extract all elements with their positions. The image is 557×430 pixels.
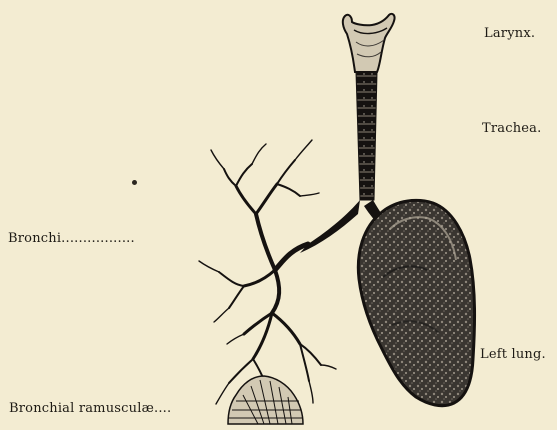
trachea-label: Trachea. — [482, 122, 541, 135]
bronchi-label: Bronchi................. — [8, 232, 135, 245]
bronchial-ramusculae-label: Bronchial ramusculæ.... — [9, 402, 171, 415]
specimen-dot — [132, 180, 137, 185]
left-lung-shape — [358, 200, 474, 405]
left-lung-label: Left lung. — [480, 348, 546, 361]
larynx-shape — [343, 14, 395, 72]
larynx-label: Larynx. — [484, 27, 535, 40]
bronchial-ramusculae-cluster — [228, 376, 303, 424]
bronchi-branches — [199, 140, 336, 410]
